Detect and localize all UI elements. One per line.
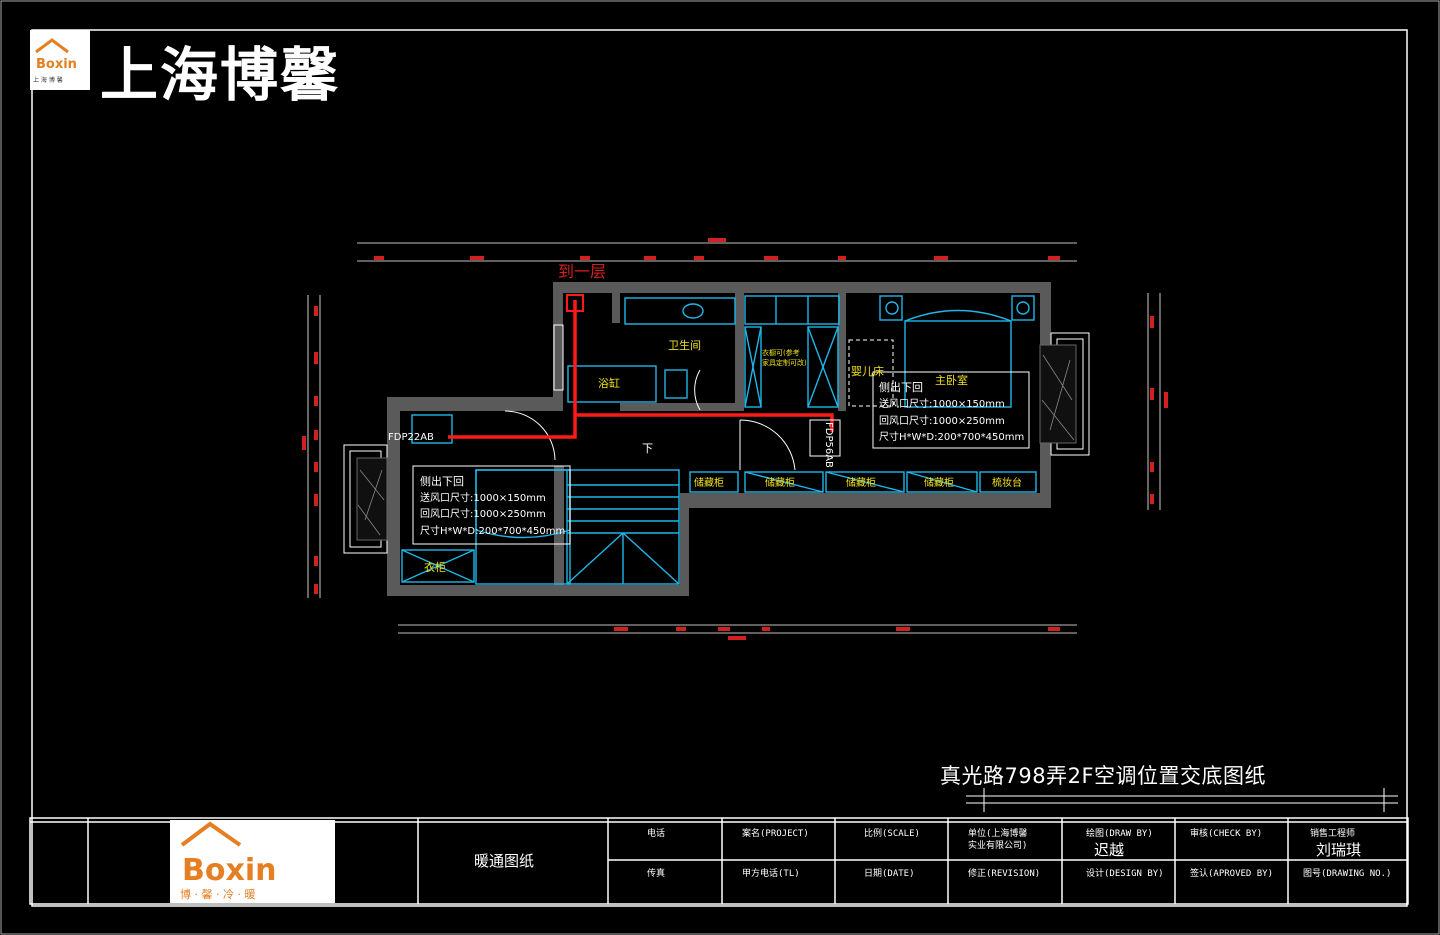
label-bathroom: 卫生间 — [668, 338, 701, 352]
unit-left-line3: 回风口尺寸:1000×250mm — [420, 507, 546, 520]
tb-scale: 比例(SCALE) — [864, 829, 920, 839]
doors — [504, 339, 894, 471]
label-makeup: 梳妆台 — [992, 476, 1022, 489]
tb-check-by: 审核(CHECK BY) — [1190, 829, 1263, 839]
balcony-marble — [356, 344, 1077, 541]
logo-large-mark: Boxin — [182, 853, 276, 888]
inner-frame — [31, 29, 1408, 907]
brand-title: 上海博馨 — [100, 41, 341, 109]
logo-small-roof — [35, 38, 69, 54]
tb-date: 日期(DATE) — [864, 869, 915, 879]
unit-right-model: FDP56AB — [823, 422, 834, 468]
label-closet-note-2: 家具定制可改) — [762, 358, 807, 367]
logo-small-bg — [30, 30, 90, 90]
tb-phone: 电话 — [647, 829, 666, 839]
tb-drawn-by: 绘图(DRAW BY) — [1086, 829, 1153, 839]
unit-right-line4: 尺寸H*W*D:200*700*450mm — [879, 430, 1024, 443]
label-to-first-floor: 到一层 — [558, 262, 606, 281]
logo-large-roof — [180, 821, 242, 847]
tb-sales-engineer: 销售工程师 — [1310, 829, 1356, 839]
tb-revision: 修正(REVISION) — [968, 869, 1041, 879]
tb-fax: 传真 — [647, 869, 666, 879]
unit-right-line3: 回风口尺寸:1000×250mm — [879, 414, 1005, 427]
label-bathtub: 浴缸 — [598, 376, 620, 390]
unit-left-line1: 侧出下回 — [420, 474, 464, 488]
tb-company-1: 单位(上海博馨 — [968, 829, 1028, 839]
unit-left-line4: 尺寸H*W*D:200*700*450mm — [420, 524, 565, 537]
label-storage-1: 储藏柜 — [694, 476, 724, 489]
unit-boxes — [412, 371, 1030, 545]
tb-project: 案名(PROJECT) — [742, 829, 809, 839]
drawing-title: 真光路798弄2F空调位置交底图纸 — [940, 764, 1267, 788]
label-storage-2: 储藏柜 — [765, 476, 795, 489]
tb-approved-by: 签认(APROVED BY) — [1190, 869, 1274, 879]
label-wardrobe: 衣柜 — [424, 560, 446, 574]
dimension-lines — [307, 242, 1161, 634]
unit-left-model: FDP22AB — [388, 432, 434, 443]
logo-small-text: 上 海 博 馨 — [33, 76, 63, 84]
tb-design-by: 设计(DESIGN BY) — [1086, 869, 1164, 879]
logo-small-mark: Boxin — [36, 57, 77, 72]
title-block-category: 暖通图纸 — [474, 852, 535, 870]
red-duct — [448, 300, 834, 439]
label-closet-note-1: 衣橱可(参考 — [762, 348, 800, 357]
label-storage-4: 储藏柜 — [924, 476, 954, 489]
label-kids-room: 婴儿床 — [851, 364, 884, 378]
unit-right-line1: 侧出下回 — [879, 380, 923, 394]
label-stairs-down: 下 — [642, 442, 653, 455]
tb-sales-engineer-name: 刘瑞琪 — [1316, 841, 1362, 859]
tb-drawing-no: 图号(DRAWING NO.) — [1303, 869, 1392, 879]
tb-company-2: 实业有限公司) — [968, 841, 1028, 851]
tb-party-phone: 甲方电话(TL) — [742, 869, 800, 879]
unit-right-line2: 送风口尺寸:1000×150mm — [879, 397, 1005, 410]
title-underline — [966, 788, 1398, 812]
dimension-ticks — [302, 238, 1168, 640]
unit-left-line2: 送风口尺寸:1000×150mm — [420, 491, 546, 504]
logo-large-tagline: 博 · 馨 · 冷 · 暖 — [180, 887, 255, 901]
tb-drawn-by-name: 迟越 — [1094, 841, 1125, 859]
label-master-bedroom: 主卧室 — [935, 373, 968, 387]
label-storage-3: 储藏柜 — [846, 476, 876, 489]
